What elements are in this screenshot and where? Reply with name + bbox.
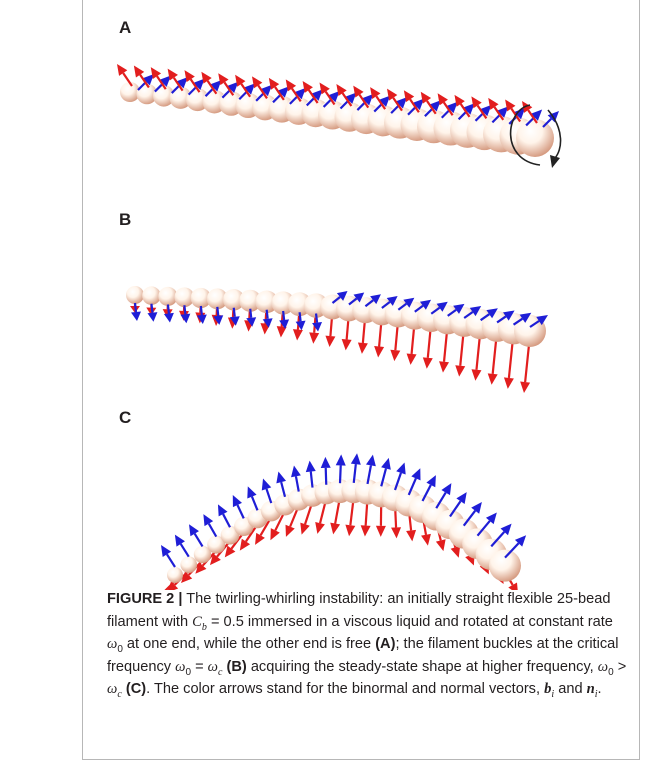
blue-arrow (321, 457, 331, 485)
blue-arrow (247, 486, 257, 510)
bead (167, 567, 183, 583)
blue-arrow (161, 545, 175, 567)
bead (180, 556, 197, 573)
panel-c-filament (0, 390, 668, 590)
blue-arrow (147, 304, 157, 322)
blue-arrow (131, 303, 141, 321)
blue-arrow (233, 495, 244, 518)
bead (142, 286, 161, 305)
blue-arrow (291, 466, 301, 492)
bead (126, 286, 144, 304)
blue-arrow (306, 461, 316, 488)
blue-arrow (218, 504, 230, 527)
blue-arrow (366, 455, 376, 484)
bead (516, 119, 554, 157)
ref-a: (A) (375, 636, 395, 652)
panel-a-filament (0, 0, 668, 200)
blue-arrow (276, 472, 286, 497)
figure-label: FIGURE 2 | (107, 591, 182, 607)
blue-arrow (262, 479, 271, 504)
blue-arrow (336, 454, 346, 483)
blue-arrow (189, 524, 203, 546)
ref-b: (B) (227, 659, 247, 675)
red-arrow (117, 64, 132, 86)
panel-b-filament (0, 200, 668, 400)
rotation-arrowhead (550, 155, 560, 168)
figure-caption: FIGURE 2 | The twirling-whirling instabi… (107, 588, 627, 701)
ref-c: (C) (126, 681, 146, 697)
blue-arrow (175, 535, 189, 557)
blue-arrow (351, 453, 361, 483)
blue-arrow (381, 458, 391, 486)
bead (489, 550, 521, 582)
blue-arrow (203, 514, 216, 536)
